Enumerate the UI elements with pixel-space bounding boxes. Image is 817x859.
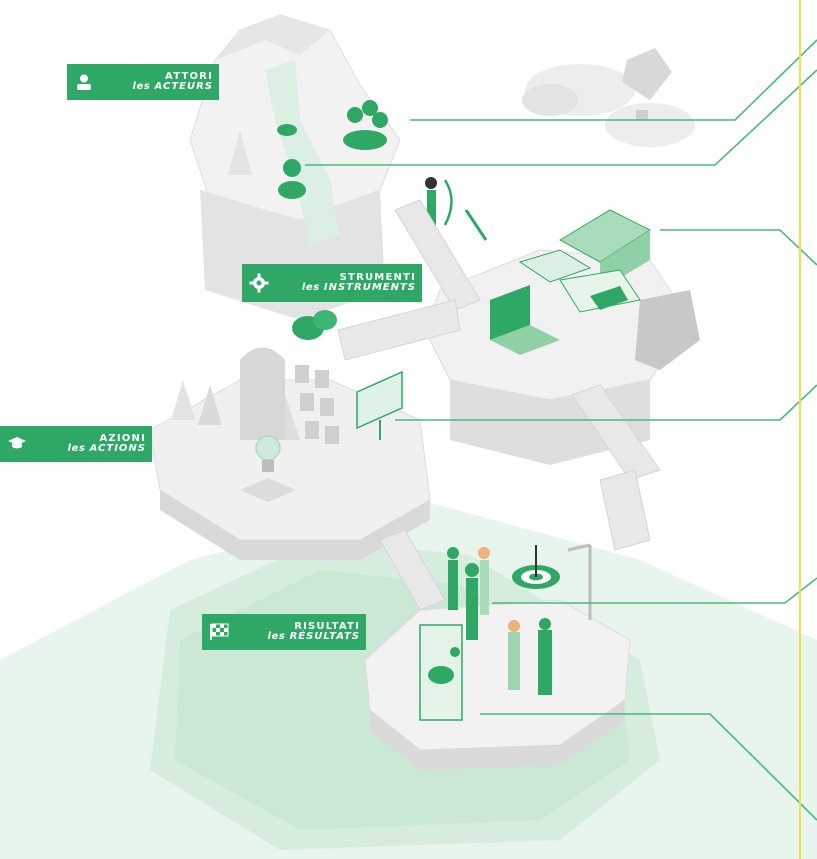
waterfall [265, 60, 340, 245]
label-risultati: RISULTATI les RÉSULTATS [202, 614, 366, 650]
target-icon [512, 545, 560, 589]
checkered-flag-icon [208, 621, 230, 643]
label-risultati-fr-word: RÉSULTATS [289, 631, 360, 642]
instruments-tier [424, 209, 700, 465]
label-azioni-fr-word: ACTIONS [89, 443, 146, 454]
people-group [447, 547, 552, 695]
label-attori-it: ATTORI [165, 70, 213, 82]
archer-figure [425, 177, 488, 241]
classroom-chairs [295, 365, 339, 444]
presentation-board [356, 370, 403, 430]
label-azioni-fr-pre: les [67, 443, 86, 454]
clouds-and-balloon [522, 48, 695, 147]
label-attori-fr-pre: les [132, 81, 151, 92]
lightbulb-icon [240, 435, 296, 502]
label-strumenti-fr-pre: les [301, 282, 320, 293]
label-risultati-it: RISULTATI [294, 620, 360, 632]
balloon-icon [622, 48, 672, 100]
actors-people-icons [277, 100, 388, 199]
gear-shape [635, 290, 700, 370]
leader-lines [305, 39, 817, 821]
results-tier [364, 543, 631, 770]
label-strumenti: STRUMENTI les INSTRUMENTS [242, 264, 422, 302]
graduation-cap-icon [6, 433, 28, 455]
label-strumenti-it: STRUMENTI [339, 271, 416, 283]
label-strumenti-fr-word: INSTRUMENTS [323, 282, 416, 293]
label-risultati-fr-pre: les [267, 631, 286, 642]
person-icon [73, 71, 95, 93]
label-azioni-it: AZIONI [99, 432, 146, 444]
actions-tier [149, 347, 431, 560]
label-attori: ATTORI les ACTEURS [67, 64, 219, 100]
label-azioni: AZIONI les ACTIONS [0, 426, 152, 462]
label-attori-fr-word: ACTEURS [154, 81, 213, 92]
laptop-icon [490, 285, 560, 355]
gear-icon [248, 272, 270, 294]
stairs [337, 199, 661, 611]
